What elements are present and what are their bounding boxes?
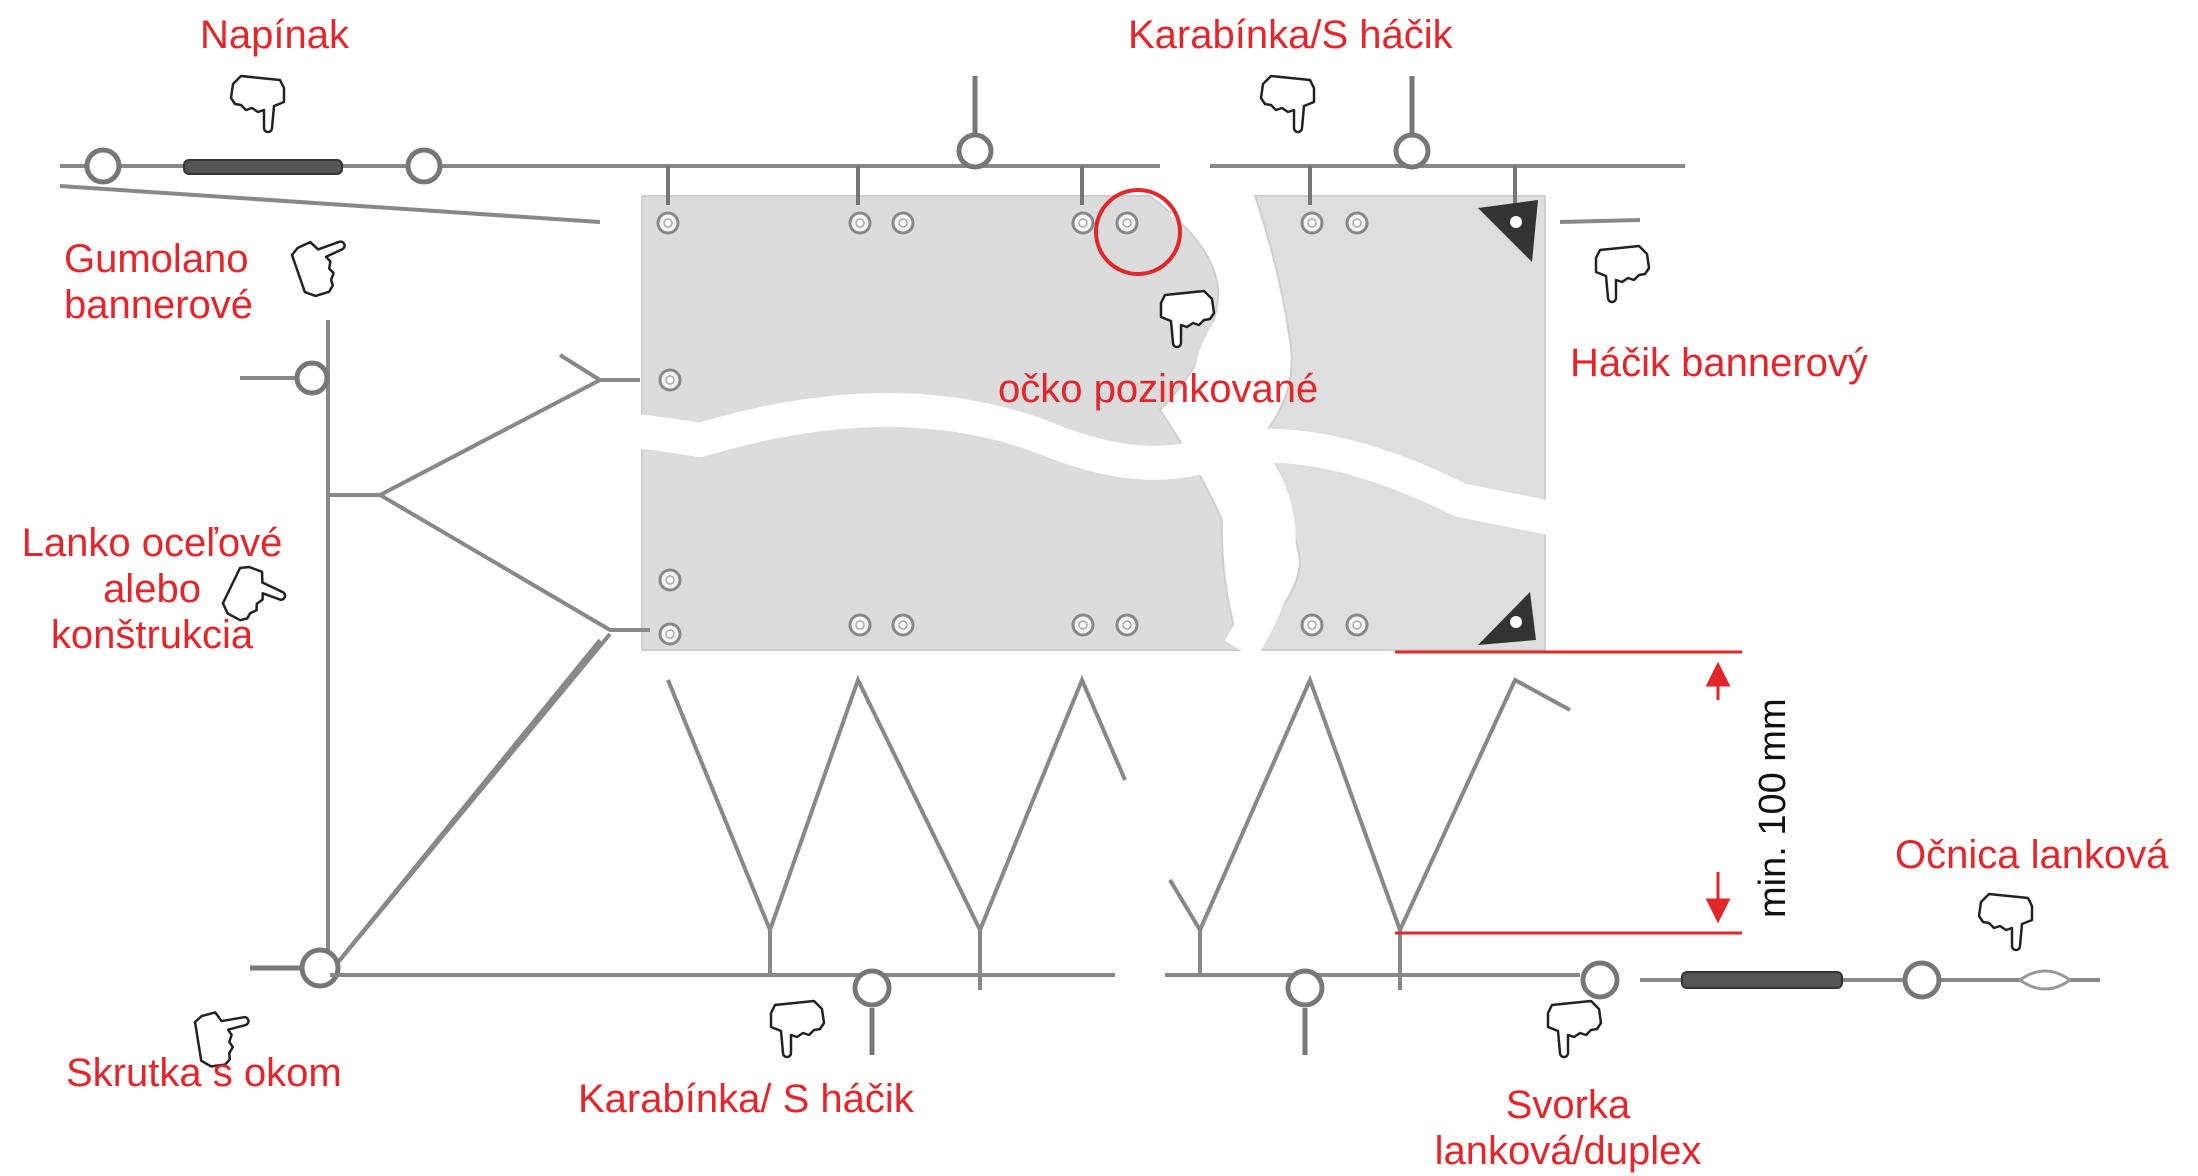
- label-ocko-pozinkovane: očko pozinkované: [998, 367, 1319, 411]
- label-gumolano-line2: bannerové: [64, 283, 254, 327]
- label-gumolano-line1: Gumolano: [64, 237, 249, 281]
- dimension-lines: [1395, 650, 1742, 935]
- label-min-distance: min. 100 mm: [1752, 698, 1794, 918]
- cable-thimble-icon: [2017, 969, 2073, 991]
- label-ocnica: Očnica lanková: [1895, 833, 2169, 877]
- label-svorka: Svorka lanková/duplex: [1418, 1082, 1718, 1174]
- label-hacik-bannerovy: Háčik bannerový: [1570, 341, 1868, 385]
- left-structure: [240, 320, 650, 974]
- top-hooks: [666, 166, 1517, 205]
- label-napinak: Napínak: [200, 13, 349, 57]
- label-lanko: Lanko oceľové alebo konštrukcia: [14, 520, 290, 658]
- label-svorka-line1: Svorka: [1505, 1083, 1631, 1127]
- label-lanko-line1: Lanko oceľové: [21, 521, 283, 565]
- bottom-rope-tensioner-icon: [1580, 960, 1942, 1000]
- label-karabinka-top: Karabínka/S háčik: [1128, 13, 1453, 57]
- eye-bolt-icon: [959, 76, 1428, 167]
- zigzag-lacing: [666, 674, 1571, 936]
- banner-hook-icon: [1478, 200, 1538, 645]
- screw-eye-icon: [250, 947, 341, 989]
- eye-bolt-bottom-icon: [852, 968, 1325, 1055]
- label-svorka-line2: lanková/duplex: [1434, 1129, 1702, 1173]
- label-gumolano: Gumolano bannerové: [64, 236, 253, 328]
- label-lanko-line3: konštrukcia: [50, 613, 254, 657]
- label-lanko-line2: alebo: [103, 567, 201, 611]
- label-karabinka-bottom: Karabínka/ S háčik: [578, 1077, 914, 1121]
- banner-break-wave: [343, 185, 1577, 660]
- rope-tensioner-icon: [84, 147, 443, 185]
- highlight-circle: [1094, 188, 1182, 276]
- label-skrutka: Skrutka s okom: [66, 1051, 342, 1095]
